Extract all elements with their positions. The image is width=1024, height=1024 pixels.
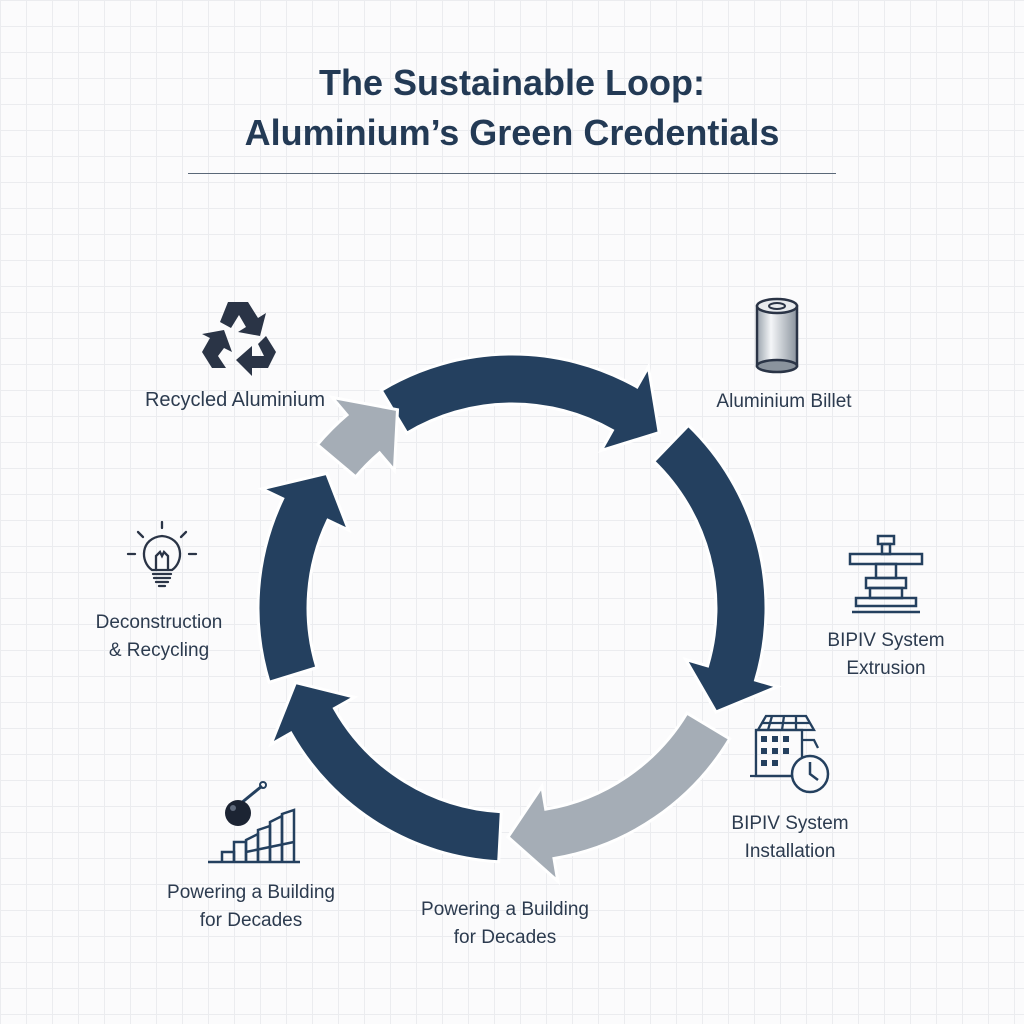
stage-label-powering-left: Powering a Building for Decades (140, 879, 362, 935)
title-line-1: The Sustainable Loop: (318, 62, 705, 103)
arrow-left-upper (315, 395, 400, 480)
arrow-right-upper (651, 423, 783, 714)
arrow-bottom (267, 680, 503, 864)
label-line: Powering a Building (421, 899, 589, 920)
stage-label-powering-bottom: Powering a Building for Decades (394, 896, 616, 952)
arrow-top (379, 352, 661, 454)
label-line: & Recycling (108, 640, 210, 661)
label-line: BIPIV System (731, 813, 849, 834)
label-line: Installation (744, 841, 836, 862)
recycle-icon (202, 302, 276, 376)
stage-label-aluminium-billet: Aluminium Billet (686, 388, 882, 416)
label-line: Extrusion (846, 658, 926, 679)
label-line: Powering a Building (167, 882, 335, 903)
wrecking-ball-icon (208, 781, 300, 864)
page-title: The Sustainable Loop: Aluminium’s Green … (0, 58, 1024, 158)
label-line: for Decades (453, 927, 557, 948)
aluminium-billet-icon (755, 297, 799, 374)
label-line: for Decades (199, 910, 303, 931)
stage-label-deconstruction: Deconstruction & Recycling (70, 609, 248, 665)
title-line-2: Aluminium’s Green Credentials (244, 112, 780, 153)
label-line: Aluminium Billet (716, 391, 852, 412)
label-line: Deconstruction (95, 612, 223, 633)
extrusion-press-icon (848, 534, 924, 614)
arrow-left-lower (256, 471, 352, 685)
stage-label-installation: BIPIV System Installation (690, 810, 890, 866)
stage-label-extrusion: BIPIV System Extrusion (786, 627, 986, 683)
title-divider (188, 173, 836, 174)
lightbulb-icon (126, 520, 198, 588)
stage-label-recycled-aluminium: Recycled Aluminium (110, 386, 360, 414)
building-clock-icon (750, 714, 830, 794)
label-line: BIPIV System (827, 630, 945, 651)
arrow-right-lower (506, 711, 732, 886)
label-line: Recycled Aluminium (144, 389, 326, 411)
